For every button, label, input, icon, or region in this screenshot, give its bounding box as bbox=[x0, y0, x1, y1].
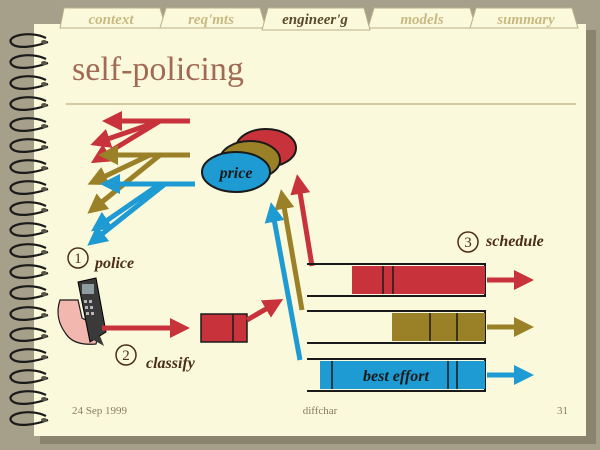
red-queue bbox=[307, 263, 535, 297]
binding-hole bbox=[41, 229, 47, 233]
binding-hole bbox=[41, 82, 47, 86]
tab-summary-label: summary bbox=[496, 12, 555, 28]
tab-context-label: context bbox=[89, 12, 135, 28]
binding-hole bbox=[41, 166, 47, 170]
step-2-label: classify bbox=[146, 355, 196, 372]
binding-ring bbox=[9, 285, 49, 300]
tab-models[interactable]: models bbox=[367, 7, 477, 29]
binding-hole bbox=[41, 61, 47, 65]
feedback-arrows bbox=[264, 174, 315, 361]
binding-hole bbox=[41, 145, 47, 149]
blue-queue: best effort bbox=[307, 358, 535, 392]
binding-ring bbox=[9, 159, 49, 174]
step-3-badge bbox=[457, 231, 479, 253]
footer-page-number: 31 bbox=[557, 405, 568, 417]
binding-hole bbox=[41, 271, 47, 275]
classifier-to-queue-arrow bbox=[245, 298, 284, 323]
policing-arrows bbox=[87, 111, 195, 246]
price-label: price bbox=[218, 165, 253, 182]
step-3-number: 3 bbox=[464, 235, 472, 251]
binding-ring bbox=[9, 222, 49, 237]
tab-context[interactable]: context bbox=[59, 7, 167, 29]
step-classify: 2 classify bbox=[115, 344, 196, 372]
binding-ring bbox=[9, 54, 49, 69]
binding-hole bbox=[41, 103, 47, 107]
binding-ring bbox=[9, 75, 49, 90]
binding-hole bbox=[41, 397, 47, 401]
binding-hole bbox=[41, 208, 47, 212]
step-1-label: police bbox=[93, 255, 134, 272]
tab-engineerg[interactable]: engineer'g bbox=[261, 7, 371, 31]
slide-title: self-policing bbox=[72, 51, 244, 88]
step-schedule: 3 schedule bbox=[457, 231, 544, 253]
tab-engineerg-label: engineer'g bbox=[282, 12, 348, 28]
binding-ring bbox=[9, 306, 49, 321]
tab-summary[interactable]: summary bbox=[469, 7, 579, 29]
notebook-page bbox=[34, 24, 586, 436]
binding-ring bbox=[9, 33, 49, 48]
step-2-badge bbox=[115, 344, 137, 366]
binding-hole bbox=[41, 355, 47, 359]
step-police: 1 police bbox=[67, 247, 134, 272]
binding-ring bbox=[9, 117, 49, 132]
binding-ring bbox=[9, 264, 49, 279]
binding-hole bbox=[41, 124, 47, 128]
step-1-badge bbox=[67, 247, 89, 269]
binding-hole bbox=[41, 334, 47, 338]
tab-models-label: models bbox=[400, 12, 443, 28]
binding-ring bbox=[9, 390, 49, 405]
step-2-number: 2 bbox=[122, 348, 130, 364]
binding-hole bbox=[41, 40, 47, 44]
step-3-label: schedule bbox=[485, 233, 544, 250]
spiral-binding bbox=[9, 33, 49, 426]
phone-icon bbox=[57, 277, 107, 346]
binding-hole bbox=[41, 313, 47, 317]
binding-hole bbox=[41, 376, 47, 380]
classifier-box bbox=[200, 313, 248, 343]
price-oval-blue bbox=[201, 151, 271, 193]
binding-hole bbox=[41, 250, 47, 254]
blue-police-arrows bbox=[87, 174, 195, 246]
price-ovals: price bbox=[201, 128, 297, 193]
binding-ring bbox=[9, 411, 49, 426]
binding-ring bbox=[9, 369, 49, 384]
binding-hole bbox=[41, 187, 47, 191]
binding-ring bbox=[9, 201, 49, 216]
tab-reqmts-label: req'mts bbox=[188, 12, 234, 28]
binding-ring bbox=[9, 180, 49, 195]
step-1-number: 1 bbox=[74, 251, 82, 267]
binding-ring bbox=[9, 243, 49, 258]
binding-hole bbox=[41, 292, 47, 296]
binding-hole bbox=[41, 418, 47, 422]
best-effort-label: best effort bbox=[363, 368, 429, 385]
binding-ring bbox=[9, 327, 49, 342]
binding-ring bbox=[9, 138, 49, 153]
footer-center: diffchar bbox=[303, 405, 338, 417]
tab-reqmts[interactable]: req'mts bbox=[159, 7, 267, 29]
olive-queue bbox=[307, 310, 535, 344]
binding-ring bbox=[9, 348, 49, 363]
tab-bar: context req'mts models summary engineer'… bbox=[59, 7, 579, 31]
binding-ring bbox=[9, 96, 49, 111]
footer-date: 24 Sep 1999 bbox=[72, 405, 128, 417]
